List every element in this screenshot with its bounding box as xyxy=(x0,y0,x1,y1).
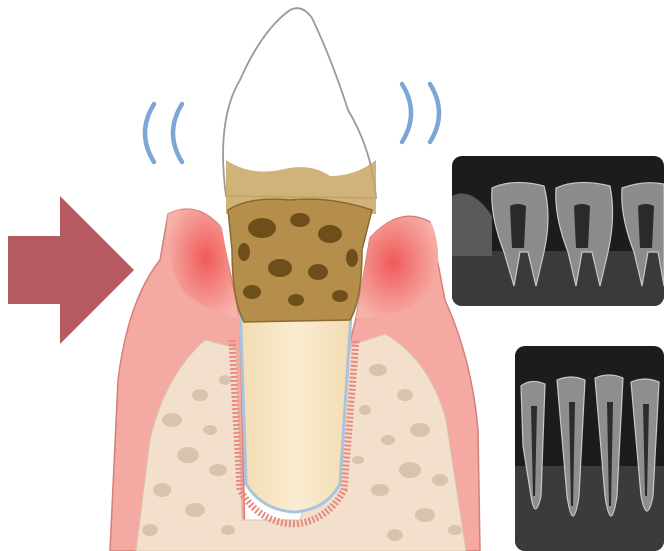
dental-xray-incisors xyxy=(515,346,664,551)
tooth-root xyxy=(240,300,352,512)
dental-xray-molars xyxy=(452,156,664,306)
periodontitis-tooth-illustration xyxy=(100,0,490,551)
xray-1-bone xyxy=(452,251,664,306)
